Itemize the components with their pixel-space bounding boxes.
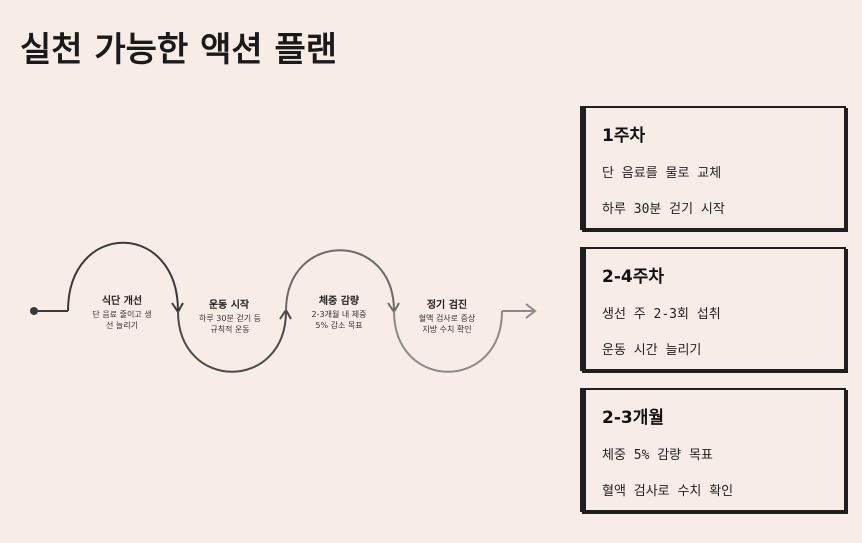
step-desc-3-line-1: 2-3개월 내 체중 — [311, 310, 367, 319]
timeline-arc-1 — [67, 241, 179, 312]
step-desc-1-line-1: 단 음료 줄이고 생 — [92, 310, 152, 319]
card-item: 혈액 검사로 수치 확인 — [602, 484, 734, 499]
step-desc-2-line-2: 규칙적 운동 — [210, 325, 250, 334]
plan-card-month-2-3: 2-3개월 체중 5% 감량 목표 혈액 검사로 수치 확인 — [580, 388, 846, 512]
step-desc-4: 혈액 검사로 증상 지방 수치 확인 — [402, 313, 492, 335]
timeline-arc-4 — [393, 310, 503, 373]
card-item: 하루 30분 걷기 시작 — [602, 202, 725, 217]
timeline-arc-2 — [177, 310, 287, 373]
step-desc-3-line-2: 5% 감소 목표 — [315, 321, 363, 330]
step-label-4: 정기 검진 — [426, 300, 468, 311]
card-title: 2-4주차 — [602, 267, 664, 287]
step-label-1: 식단 개선 — [101, 296, 143, 307]
plan-card-week-2-4: 2-4주차 생선 주 2-3회 섭취 운동 시간 늘리기 — [580, 247, 846, 371]
card-item: 운동 시간 늘리기 — [602, 343, 702, 358]
page-title: 실천 가능한 액션 플랜 — [20, 30, 338, 70]
step-desc-1: 단 음료 줄이고 생 선 늘리기 — [77, 309, 167, 331]
step-label-3: 체중 감량 — [318, 296, 360, 307]
step-desc-4-line-2: 지방 수치 확인 — [422, 325, 472, 334]
step-desc-2-line-1: 하루 30분 걷기 등 — [199, 314, 261, 323]
plan-card-week-1: 1주차 단 음료를 물로 교체 하루 30분 걷기 시작 — [580, 106, 846, 230]
step-desc-3: 2-3개월 내 체중 5% 감소 목표 — [294, 309, 384, 331]
card-title: 1주차 — [602, 126, 646, 146]
arrow-head-end — [525, 303, 537, 319]
step-desc-4-line-1: 혈액 검사로 증상 — [418, 314, 476, 323]
step-desc-2: 하루 30분 걷기 등 규칙적 운동 — [185, 313, 275, 335]
card-item: 단 음료를 물로 교체 — [602, 166, 722, 181]
card-item: 체중 5% 감량 목표 — [602, 448, 713, 463]
card-title: 2-3개월 — [602, 408, 664, 428]
timeline-arc-3 — [285, 249, 395, 312]
card-item: 생선 주 2-3회 섭취 — [602, 307, 721, 322]
step-label-2: 운동 시작 — [208, 300, 250, 311]
step-desc-1-line-2: 선 늘리기 — [106, 321, 138, 330]
